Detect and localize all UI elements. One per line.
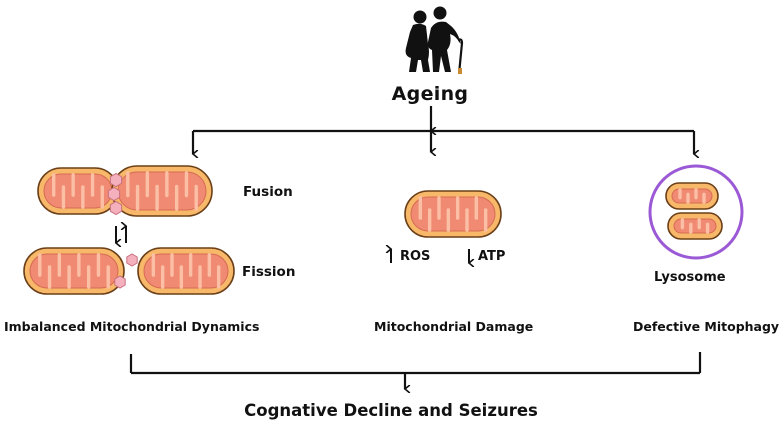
mitochondrion-lysosome-top <box>665 182 719 210</box>
mitochondrion-fusion-right <box>111 165 213 217</box>
mitochondrion-fission-left <box>23 247 125 295</box>
outcome-label: Cognative Decline and Seizures <box>244 401 538 420</box>
lysosome-ring <box>648 164 744 260</box>
fission-protein <box>109 200 123 216</box>
dynamics-title: Imbalanced Mitochondrial Dynamics <box>4 319 260 334</box>
fission-label: Fission <box>242 264 296 280</box>
damage-title: Mitochondrial Damage <box>374 319 534 334</box>
mitochondria-layer <box>23 165 723 295</box>
lysosome-label: Lysosome <box>654 270 726 285</box>
mitophagy-title: Defective Mitophagy <box>633 319 780 334</box>
ageing-label: Ageing <box>391 83 469 105</box>
elderly-couple-icon <box>405 6 464 75</box>
fission-protein <box>114 275 126 289</box>
fission-protein <box>109 172 123 188</box>
mitochondrion-fission-right <box>137 247 235 295</box>
fusion-label: Fusion <box>243 184 293 200</box>
atp-label: ATP <box>478 249 506 264</box>
connector-lines <box>129 106 702 389</box>
fission-protein <box>107 186 121 202</box>
ros-label: ROS <box>400 249 431 264</box>
fusion-fission-arrows <box>116 226 126 243</box>
mitochondrion-lysosome-bottom <box>667 212 723 240</box>
mitochondrion-damaged <box>404 190 502 238</box>
fission-protein <box>126 253 138 267</box>
mitochondrion-fusion-left <box>37 167 119 215</box>
